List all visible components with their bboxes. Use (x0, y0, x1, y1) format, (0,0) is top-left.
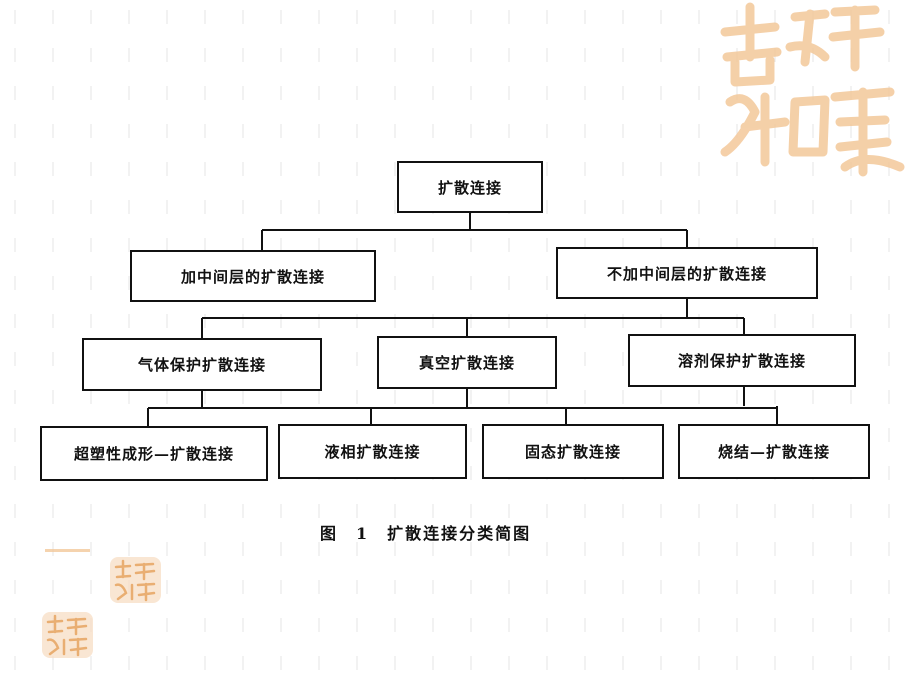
node-sintering: 烧结—扩散连接 (678, 424, 870, 479)
node-liquid-phase: 液相扩散连接 (278, 424, 467, 479)
figure-number: 1 (356, 524, 370, 543)
node-gas-protection: 气体保护扩散连接 (82, 338, 322, 391)
node-solvent-protection: 溶剂保护扩散连接 (628, 334, 856, 387)
node-vacuum: 真空扩散连接 (377, 336, 557, 389)
node-superplastic: 超塑性成形—扩散连接 (40, 426, 268, 481)
node-without-interlayer: 不加中间层的扩散连接 (556, 247, 818, 299)
figure-label: 图 (320, 524, 339, 543)
figure-title: 扩散连接分类简图 (387, 524, 532, 543)
node-root: 扩散连接 (397, 161, 543, 213)
node-solid-state: 固态扩散连接 (482, 424, 664, 479)
node-with-interlayer: 加中间层的扩散连接 (130, 250, 376, 302)
